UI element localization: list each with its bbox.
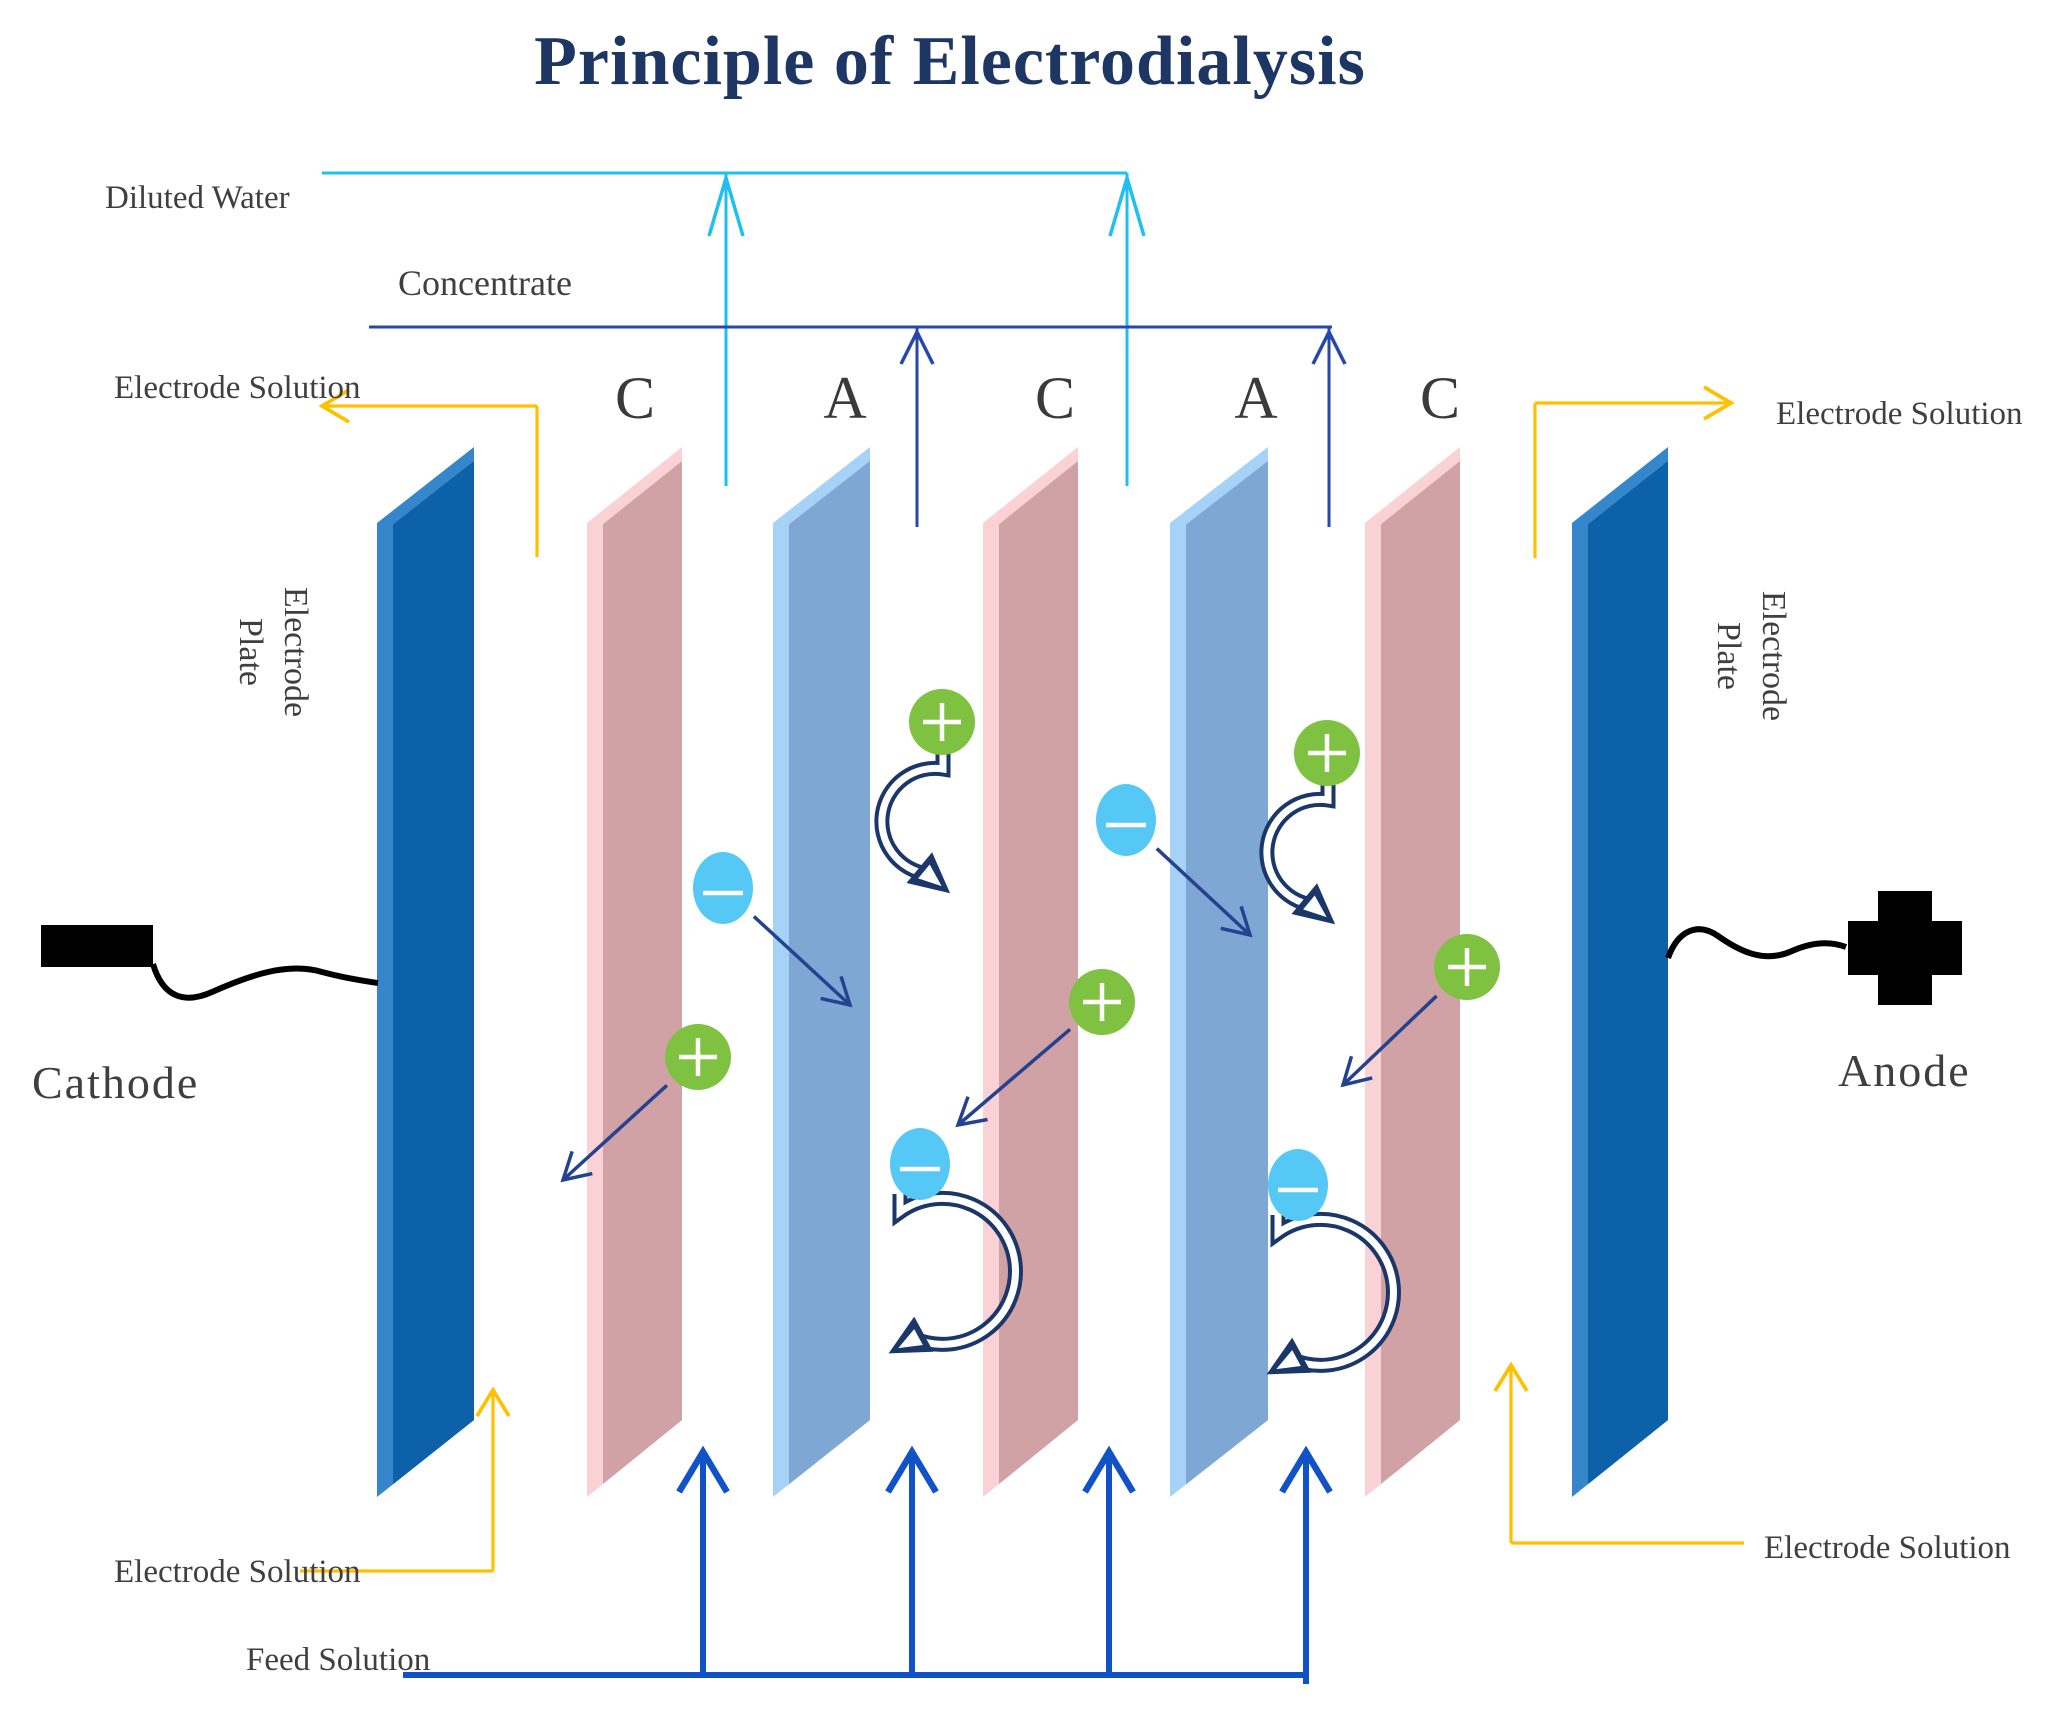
diluted-water-label: Diluted Water bbox=[105, 180, 290, 216]
minus-ion-icon bbox=[890, 1128, 950, 1200]
membrane-letter-C-4: C bbox=[1419, 365, 1461, 431]
feed-flow-arrows bbox=[403, 1445, 1333, 1684]
minus-ion-icon bbox=[1268, 1149, 1328, 1221]
membrane-C-2 bbox=[983, 447, 1078, 1497]
minus-ion-icon bbox=[1096, 784, 1156, 856]
electrode-solution-label-top-left: Electrode Solution bbox=[114, 370, 361, 406]
cation-ion-1 bbox=[1259, 720, 1360, 925]
electrode-solution-label-bottom-right: Electrode Solution bbox=[1764, 1530, 2011, 1566]
electrode-solution-flow-arrows bbox=[300, 385, 1744, 1573]
membrane-A-3 bbox=[1170, 447, 1268, 1497]
electrode-plate-label-right: Electrode Plate bbox=[1704, 561, 1796, 751]
electrode-plate-left bbox=[377, 447, 474, 1497]
membrane-A-1 bbox=[773, 447, 870, 1497]
minus-ion-icon bbox=[693, 852, 753, 924]
membrane-letter-C-0: C bbox=[614, 365, 656, 431]
cathode-wire bbox=[150, 963, 379, 1001]
anion-ion-7 bbox=[888, 1128, 1023, 1354]
anion-ion-2 bbox=[693, 852, 853, 1008]
electrode-plate-label-line1: Electrode bbox=[277, 586, 314, 718]
electrode-solution-label-top-right: Electrode Solution bbox=[1776, 396, 2023, 432]
electrode-solution-label-bottom-left: Electrode Solution bbox=[114, 1554, 361, 1590]
concentrate-label: Concentrate bbox=[398, 263, 572, 303]
page-title: Principle of Electrodialysis bbox=[534, 23, 1366, 100]
membrane-C-0 bbox=[587, 447, 682, 1497]
cation-ion-6 bbox=[1340, 934, 1500, 1088]
electrode-plate-label-left: Electrode Plate bbox=[226, 557, 318, 747]
cathode-minus-icon bbox=[41, 925, 153, 967]
cation-ion-4 bbox=[560, 1024, 731, 1183]
electrode-plate-label-line2: Plate bbox=[1710, 622, 1747, 690]
anion-ion-3 bbox=[1096, 784, 1253, 938]
electrode-plate-label-line1: Electrode bbox=[1755, 590, 1792, 722]
feed-solution-label: Feed Solution bbox=[246, 1642, 431, 1678]
cation-ion-5 bbox=[955, 969, 1135, 1128]
membrane-letter-A-1: A bbox=[823, 365, 867, 431]
anode-terminal bbox=[1665, 891, 1962, 1005]
concentrate-flow-arrows bbox=[369, 325, 1347, 527]
membrane-C-4 bbox=[1365, 447, 1460, 1497]
electrode-plate-right bbox=[1572, 447, 1668, 1497]
membrane-letter-A-3: A bbox=[1234, 365, 1278, 431]
cathode-label: Cathode bbox=[32, 1057, 200, 1108]
anion-ion-8 bbox=[1266, 1149, 1401, 1375]
cation-ion-0 bbox=[874, 689, 975, 894]
anode-label: Anode bbox=[1838, 1045, 1971, 1096]
cathode-terminal bbox=[41, 925, 379, 1001]
electrode-plate-label-line2: Plate bbox=[232, 618, 269, 686]
anode-plus-icon bbox=[1848, 891, 1962, 1005]
membrane-letter-C-2: C bbox=[1034, 365, 1076, 431]
anode-wire bbox=[1665, 926, 1848, 960]
diluted-water-flow-arrows bbox=[322, 171, 1146, 486]
